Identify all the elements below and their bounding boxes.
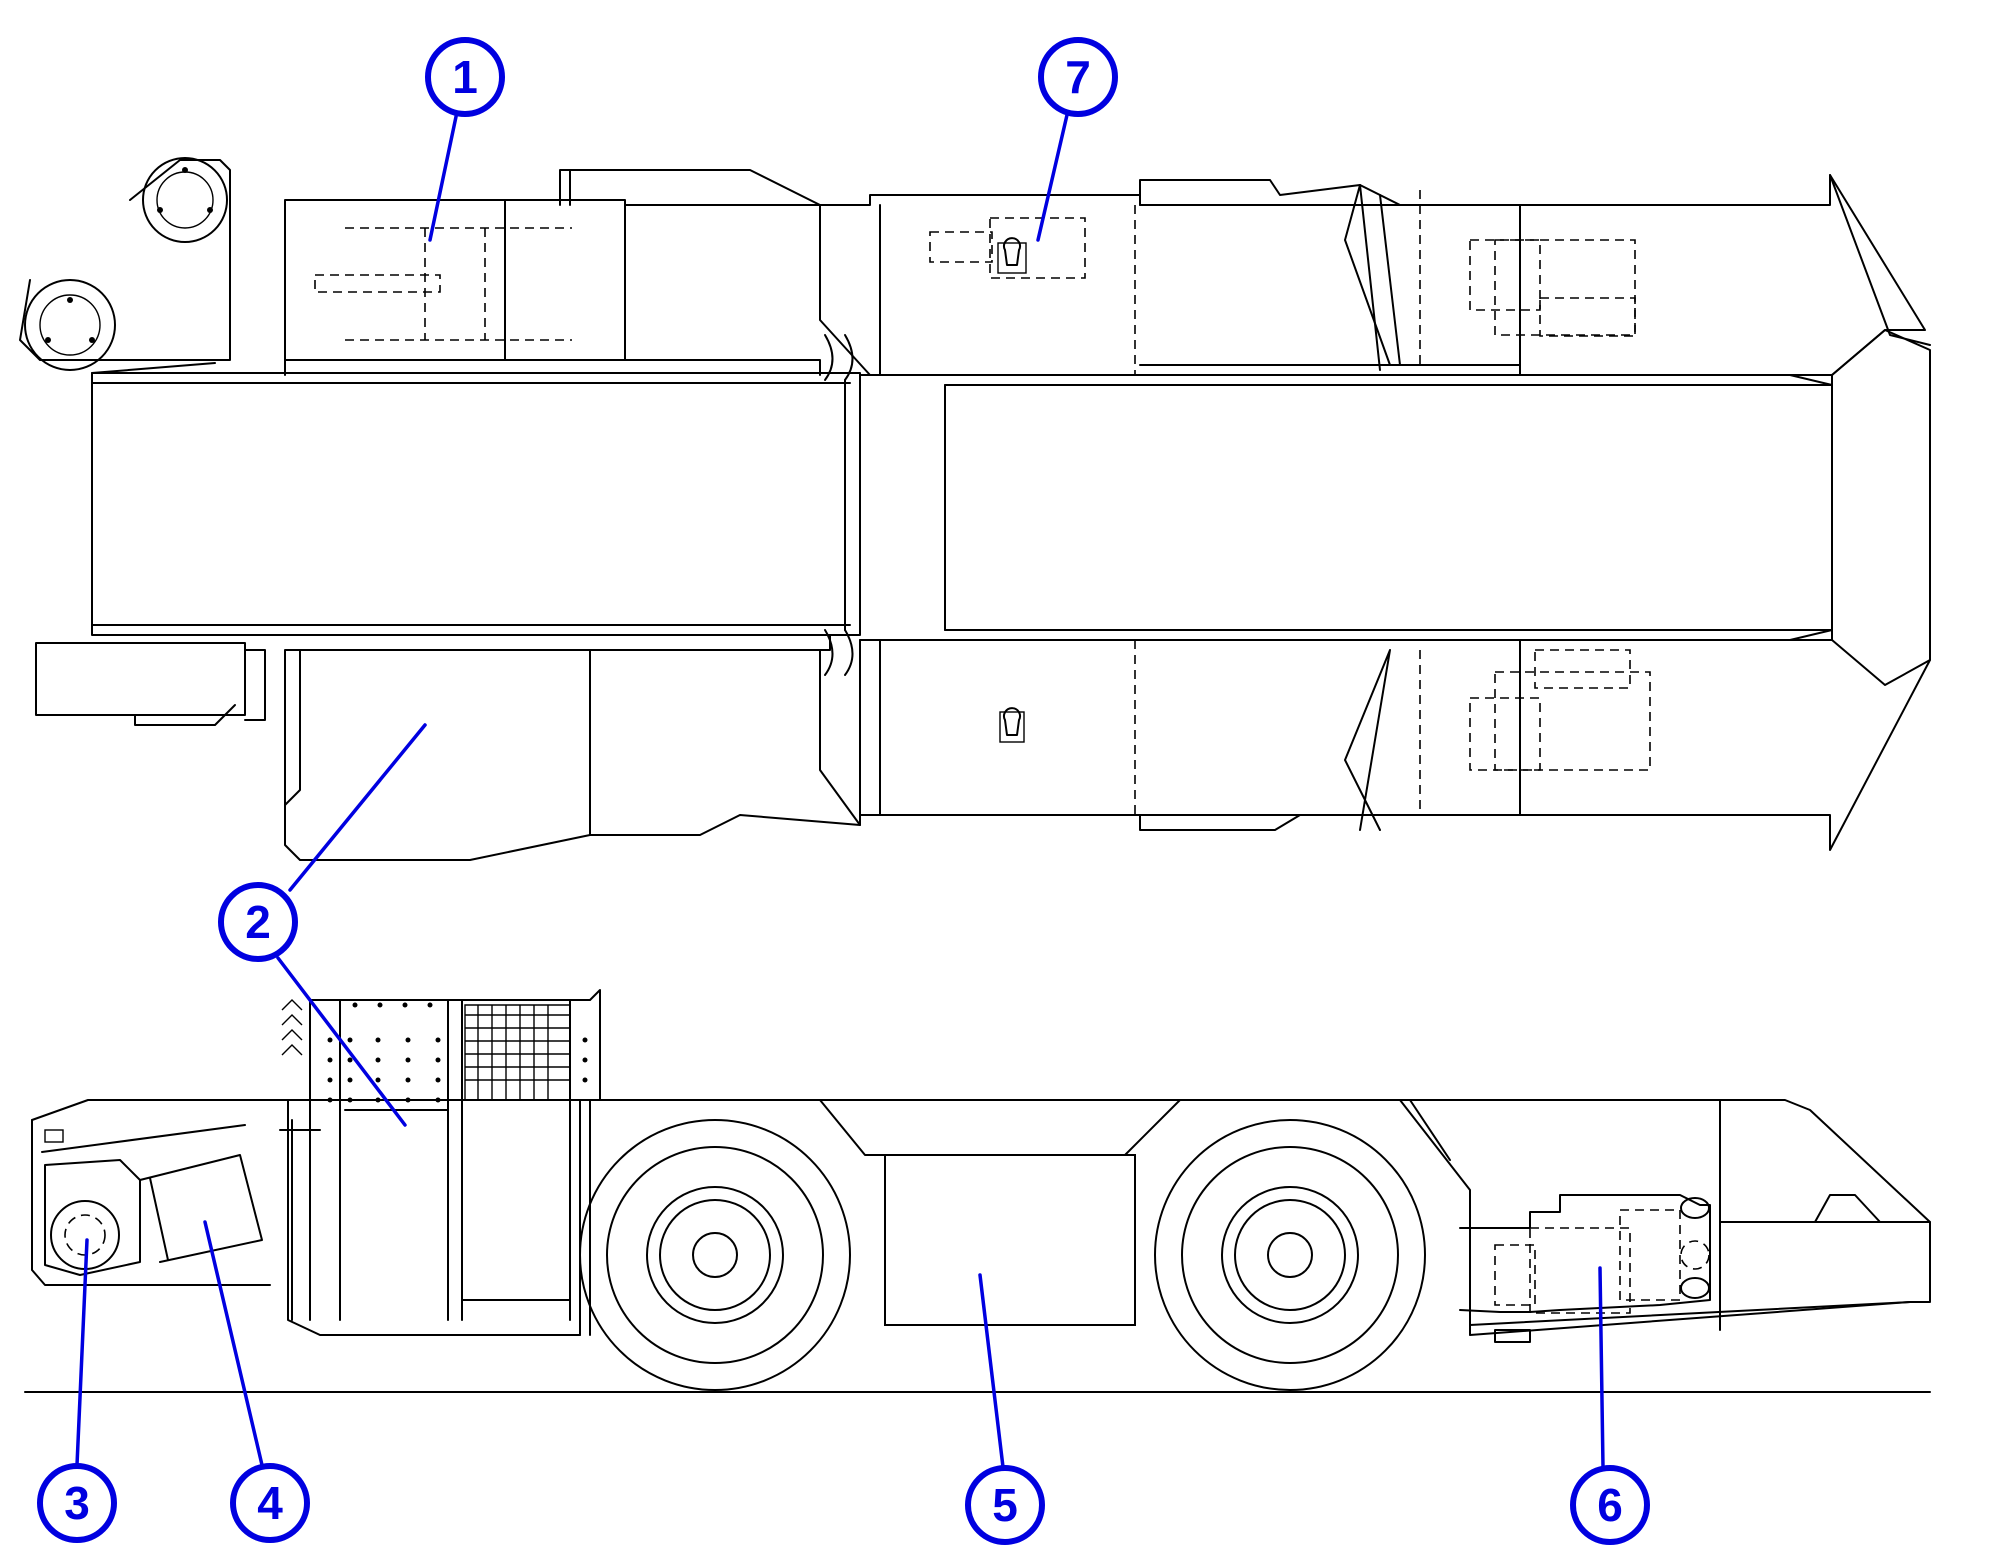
top-view-lower-side bbox=[35, 634, 1931, 861]
callout-6-circle bbox=[1570, 1465, 1650, 1545]
callout-7: 7 bbox=[1038, 37, 1118, 117]
callout-5-circle bbox=[965, 1465, 1045, 1545]
top-view-frame bbox=[91, 329, 1931, 686]
top-view-lower-right-compartment bbox=[1469, 649, 1651, 771]
callout-5: 5 bbox=[965, 1465, 1045, 1545]
leader-2-top bbox=[288, 723, 427, 892]
side-view bbox=[24, 989, 1931, 1393]
side-view-pump-assembly bbox=[41, 1124, 263, 1276]
callout-2-label: 2 bbox=[245, 896, 271, 948]
callout-4-circle bbox=[230, 1463, 310, 1543]
callout-4: 4 bbox=[230, 1463, 310, 1543]
callout-6-label: 6 bbox=[1597, 1479, 1623, 1531]
callout-1-circle bbox=[425, 37, 505, 117]
cab-grille bbox=[464, 1004, 571, 1101]
cab-perforations bbox=[327, 1002, 588, 1103]
callout-5-label: 5 bbox=[992, 1479, 1018, 1531]
top-view-drum-assembly bbox=[19, 157, 231, 371]
callout-2-circle bbox=[218, 882, 298, 962]
leader-7 bbox=[1036, 113, 1069, 242]
leader-6 bbox=[1598, 1266, 1605, 1469]
top-view-hooks bbox=[824, 334, 854, 676]
side-view-rear-hitch bbox=[1814, 1194, 1881, 1223]
side-view-cab bbox=[279, 989, 601, 1336]
leader-5 bbox=[978, 1273, 1005, 1469]
side-view-wheel-rear bbox=[1154, 1119, 1426, 1391]
side-view-wheel-front bbox=[579, 1119, 851, 1391]
leader-2-bottom bbox=[276, 956, 407, 1127]
side-view-body bbox=[31, 1099, 1931, 1336]
leader-4 bbox=[203, 1220, 264, 1467]
cab-vents bbox=[281, 999, 303, 1056]
side-view-center-compartment bbox=[884, 1154, 1136, 1326]
callout-6: 6 bbox=[1570, 1465, 1650, 1545]
component-7-outline bbox=[929, 217, 1086, 279]
side-view-rear-motor bbox=[1459, 1194, 1711, 1343]
top-view-upper-right-compartment bbox=[1469, 239, 1636, 337]
callout-3: 3 bbox=[37, 1463, 117, 1543]
top-view-upper-side bbox=[91, 169, 1931, 376]
callout-7-circle bbox=[1038, 37, 1118, 117]
leader-1 bbox=[428, 110, 459, 242]
component-1-outline bbox=[314, 227, 572, 341]
leader-3 bbox=[75, 1238, 89, 1467]
callout-3-label: 3 bbox=[64, 1477, 90, 1529]
callout-4-label: 4 bbox=[257, 1477, 283, 1529]
callout-leaders bbox=[75, 110, 1605, 1469]
callout-1-label: 1 bbox=[452, 51, 478, 103]
callout-1: 1 bbox=[425, 37, 505, 117]
top-view bbox=[19, 157, 1931, 861]
callout-2: 2 bbox=[218, 882, 298, 962]
callout-3-circle bbox=[37, 1463, 117, 1543]
callout-7-label: 7 bbox=[1065, 51, 1091, 103]
